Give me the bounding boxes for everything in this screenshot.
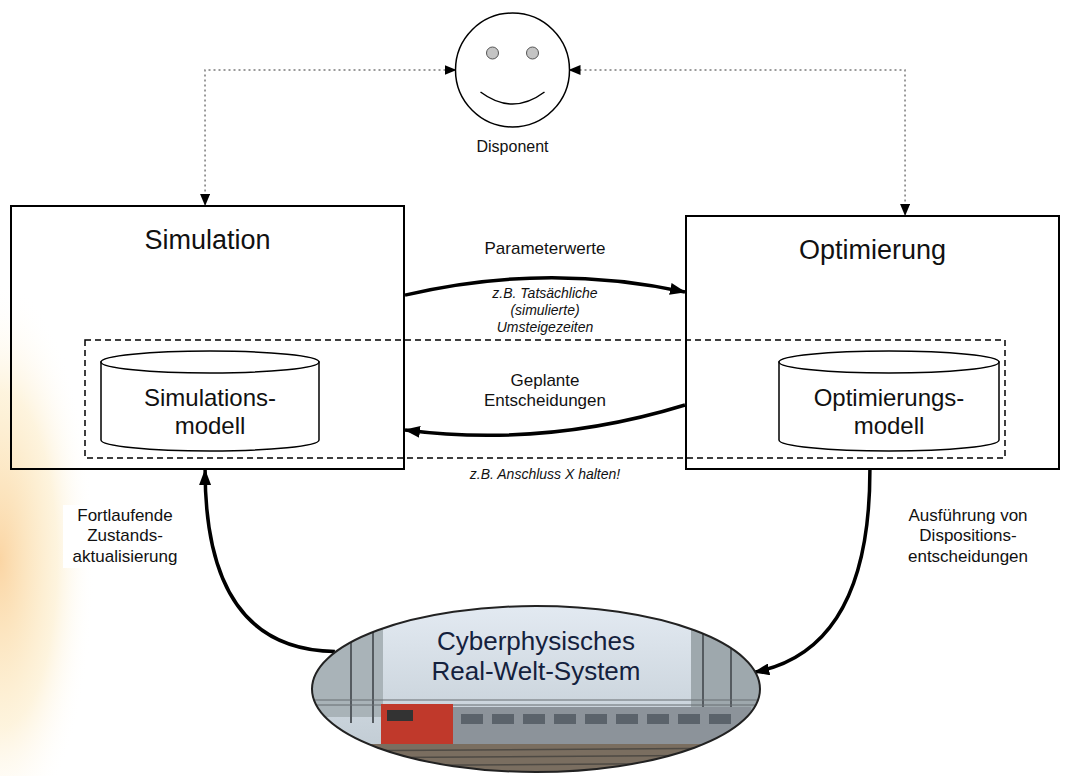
- cylinder-body: [779, 362, 999, 451]
- catenary-wire: [311, 705, 761, 706]
- actor-face: Disponent: [440, 8, 585, 170]
- system-name: Cyberphysisches Real-Welt-System: [416, 627, 656, 687]
- train-window: [709, 714, 731, 724]
- flow-arrow: [754, 470, 870, 672]
- train-window: [585, 714, 607, 724]
- edge-label: Parameterwerte: [482, 238, 609, 260]
- edge-label: Geplante Entscheidungen: [480, 370, 610, 413]
- cylinder-body: [101, 362, 319, 451]
- train-window: [523, 714, 545, 724]
- edge-label: Ausführung von Dispositions- entscheidun…: [901, 505, 1036, 568]
- model-cylinder: Simulations- modell: [100, 350, 320, 452]
- train-window: [678, 714, 700, 724]
- process-box: SimulationSimulations- modell: [10, 205, 405, 470]
- model-cylinder: Optimierungs- modell: [778, 350, 1000, 452]
- model-name: Optimierungs- modell: [802, 384, 977, 439]
- face-smile: [481, 92, 545, 104]
- train-cars: [451, 707, 751, 744]
- catenary-wire: [311, 700, 761, 701]
- train-window: [647, 714, 669, 724]
- face-outline: [456, 13, 570, 127]
- system-ellipse: Cyberphysisches Real-Welt-System: [311, 605, 761, 773]
- process-box: OptimierungOptimierungs- modell: [685, 215, 1060, 470]
- train-window: [554, 714, 576, 724]
- dotted-connector: [205, 70, 456, 205]
- cylinder-top: [779, 351, 999, 373]
- train-window: [492, 714, 514, 724]
- rail: [311, 755, 761, 758]
- dashed-group-frame: [85, 340, 1005, 458]
- face-eye: [527, 47, 539, 59]
- train-window: [616, 714, 638, 724]
- flow-arrow: [205, 470, 335, 651]
- photo-content: [311, 605, 761, 773]
- locomotive-window: [387, 710, 413, 721]
- catenary-pole: [372, 627, 374, 723]
- cylinder-top: [101, 351, 319, 373]
- model-name: Simulations- modell: [123, 384, 298, 439]
- ellipse-outline: [312, 606, 760, 772]
- box-title: Optimierung: [687, 235, 1058, 266]
- rail: [311, 763, 761, 766]
- edge-label: Fortlaufende Zustands- aktualisierung: [63, 505, 188, 568]
- locomotive: [381, 704, 453, 745]
- sky: [311, 605, 761, 773]
- face-symbol: [440, 8, 585, 132]
- dotted-connector: [570, 70, 906, 215]
- example-note: z.B. Anschluss X halten!: [467, 465, 623, 484]
- actor-name: Disponent: [440, 138, 585, 156]
- example-note: z.B. Tatsächliche (simulierte) Umsteigez…: [483, 284, 608, 337]
- train-window: [461, 714, 483, 724]
- box-title: Simulation: [12, 225, 403, 256]
- face-eye: [487, 47, 499, 59]
